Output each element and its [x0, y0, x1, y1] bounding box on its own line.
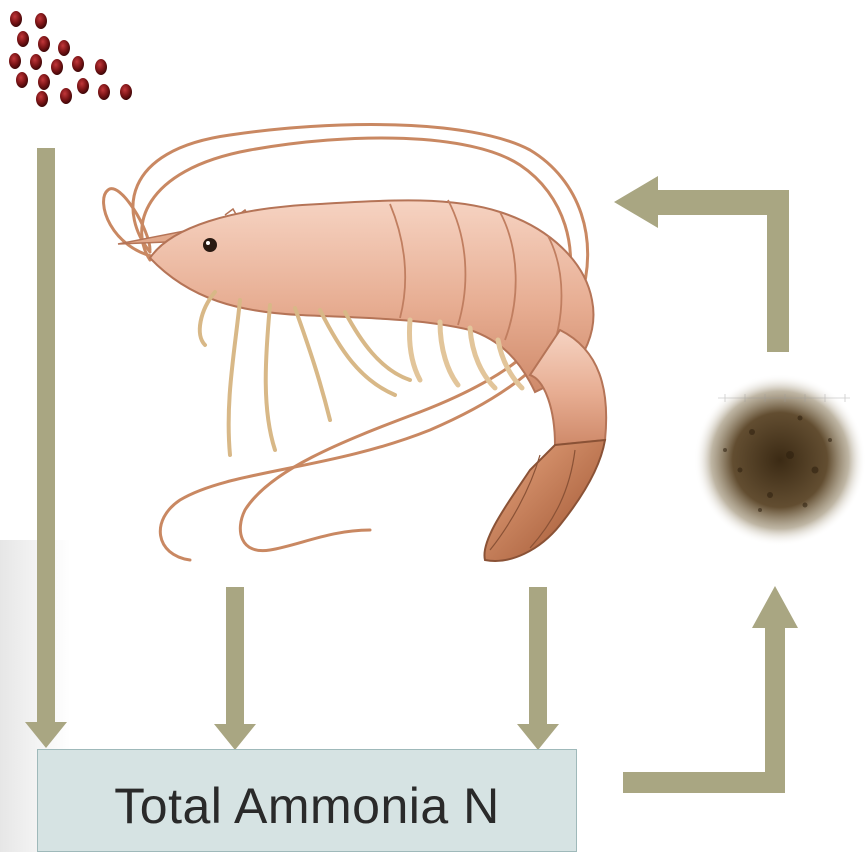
- feed-pellets-icon: [9, 11, 132, 107]
- arrow-ammonia-to-sediment: [623, 586, 798, 793]
- sediment-sludge-icon: [692, 368, 867, 552]
- arrow-sediment-to-shrimp: [614, 176, 789, 352]
- shrimp-illustration: [104, 125, 607, 561]
- arrow-shrimp-to-ammonia-2: [517, 587, 559, 750]
- total-ammonia-n-label: Total Ammonia N: [114, 777, 499, 835]
- arrow-feed-to-ammonia: [25, 148, 67, 748]
- total-ammonia-n-box: Total Ammonia N: [37, 749, 577, 852]
- arrow-shrimp-to-ammonia-1: [214, 587, 256, 750]
